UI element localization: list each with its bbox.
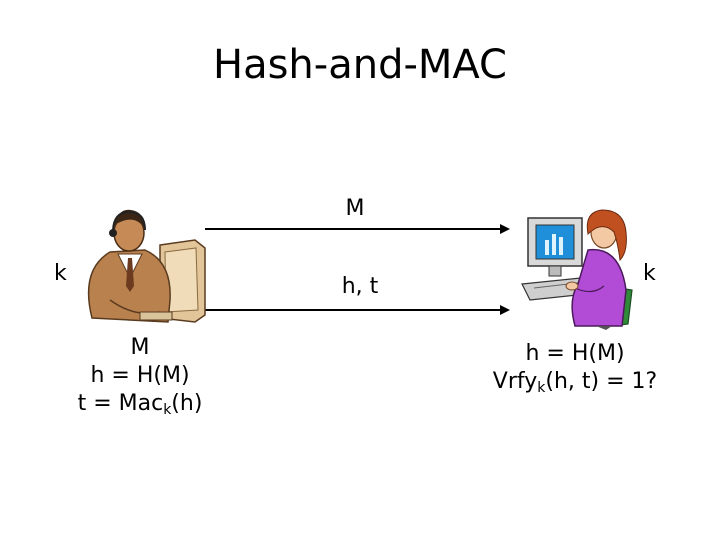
vrfy-suffix: (h, t) = 1?: [545, 369, 658, 394]
vrfy-prefix: Vrfy: [492, 369, 538, 394]
arrow-top-label: M: [345, 196, 365, 221]
arrow-bottom-label: h, t: [341, 274, 379, 299]
arrow-message: [205, 224, 510, 234]
sender-line-hash: h = H(M): [90, 363, 190, 388]
arrow-hash-tag: [205, 305, 510, 315]
receiver-key-label: k: [643, 261, 656, 286]
receiver-line-verify: Vrfyk(h, t) = 1?: [470, 368, 680, 396]
receiver-computation: h = H(M) Vrfyk(h, t) = 1?: [470, 340, 680, 396]
receiver-line-hash: h = H(M): [525, 341, 625, 366]
mac-subscript: k: [163, 402, 172, 418]
mac-suffix: (h): [171, 391, 203, 416]
receiver-clipart: [521, 209, 633, 330]
mac-prefix: t = Mac: [77, 391, 164, 416]
vrfy-subscript: k: [537, 380, 546, 396]
sender-line-message: M: [130, 335, 150, 360]
sender-clipart: [87, 209, 206, 323]
sender-computation: M h = H(M) t = Mack(h): [40, 334, 240, 418]
slide-title: Hash-and-MAC: [212, 42, 507, 88]
sender-line-mac: t = Mack(h): [40, 390, 240, 418]
sender-key-label: k: [54, 261, 67, 286]
